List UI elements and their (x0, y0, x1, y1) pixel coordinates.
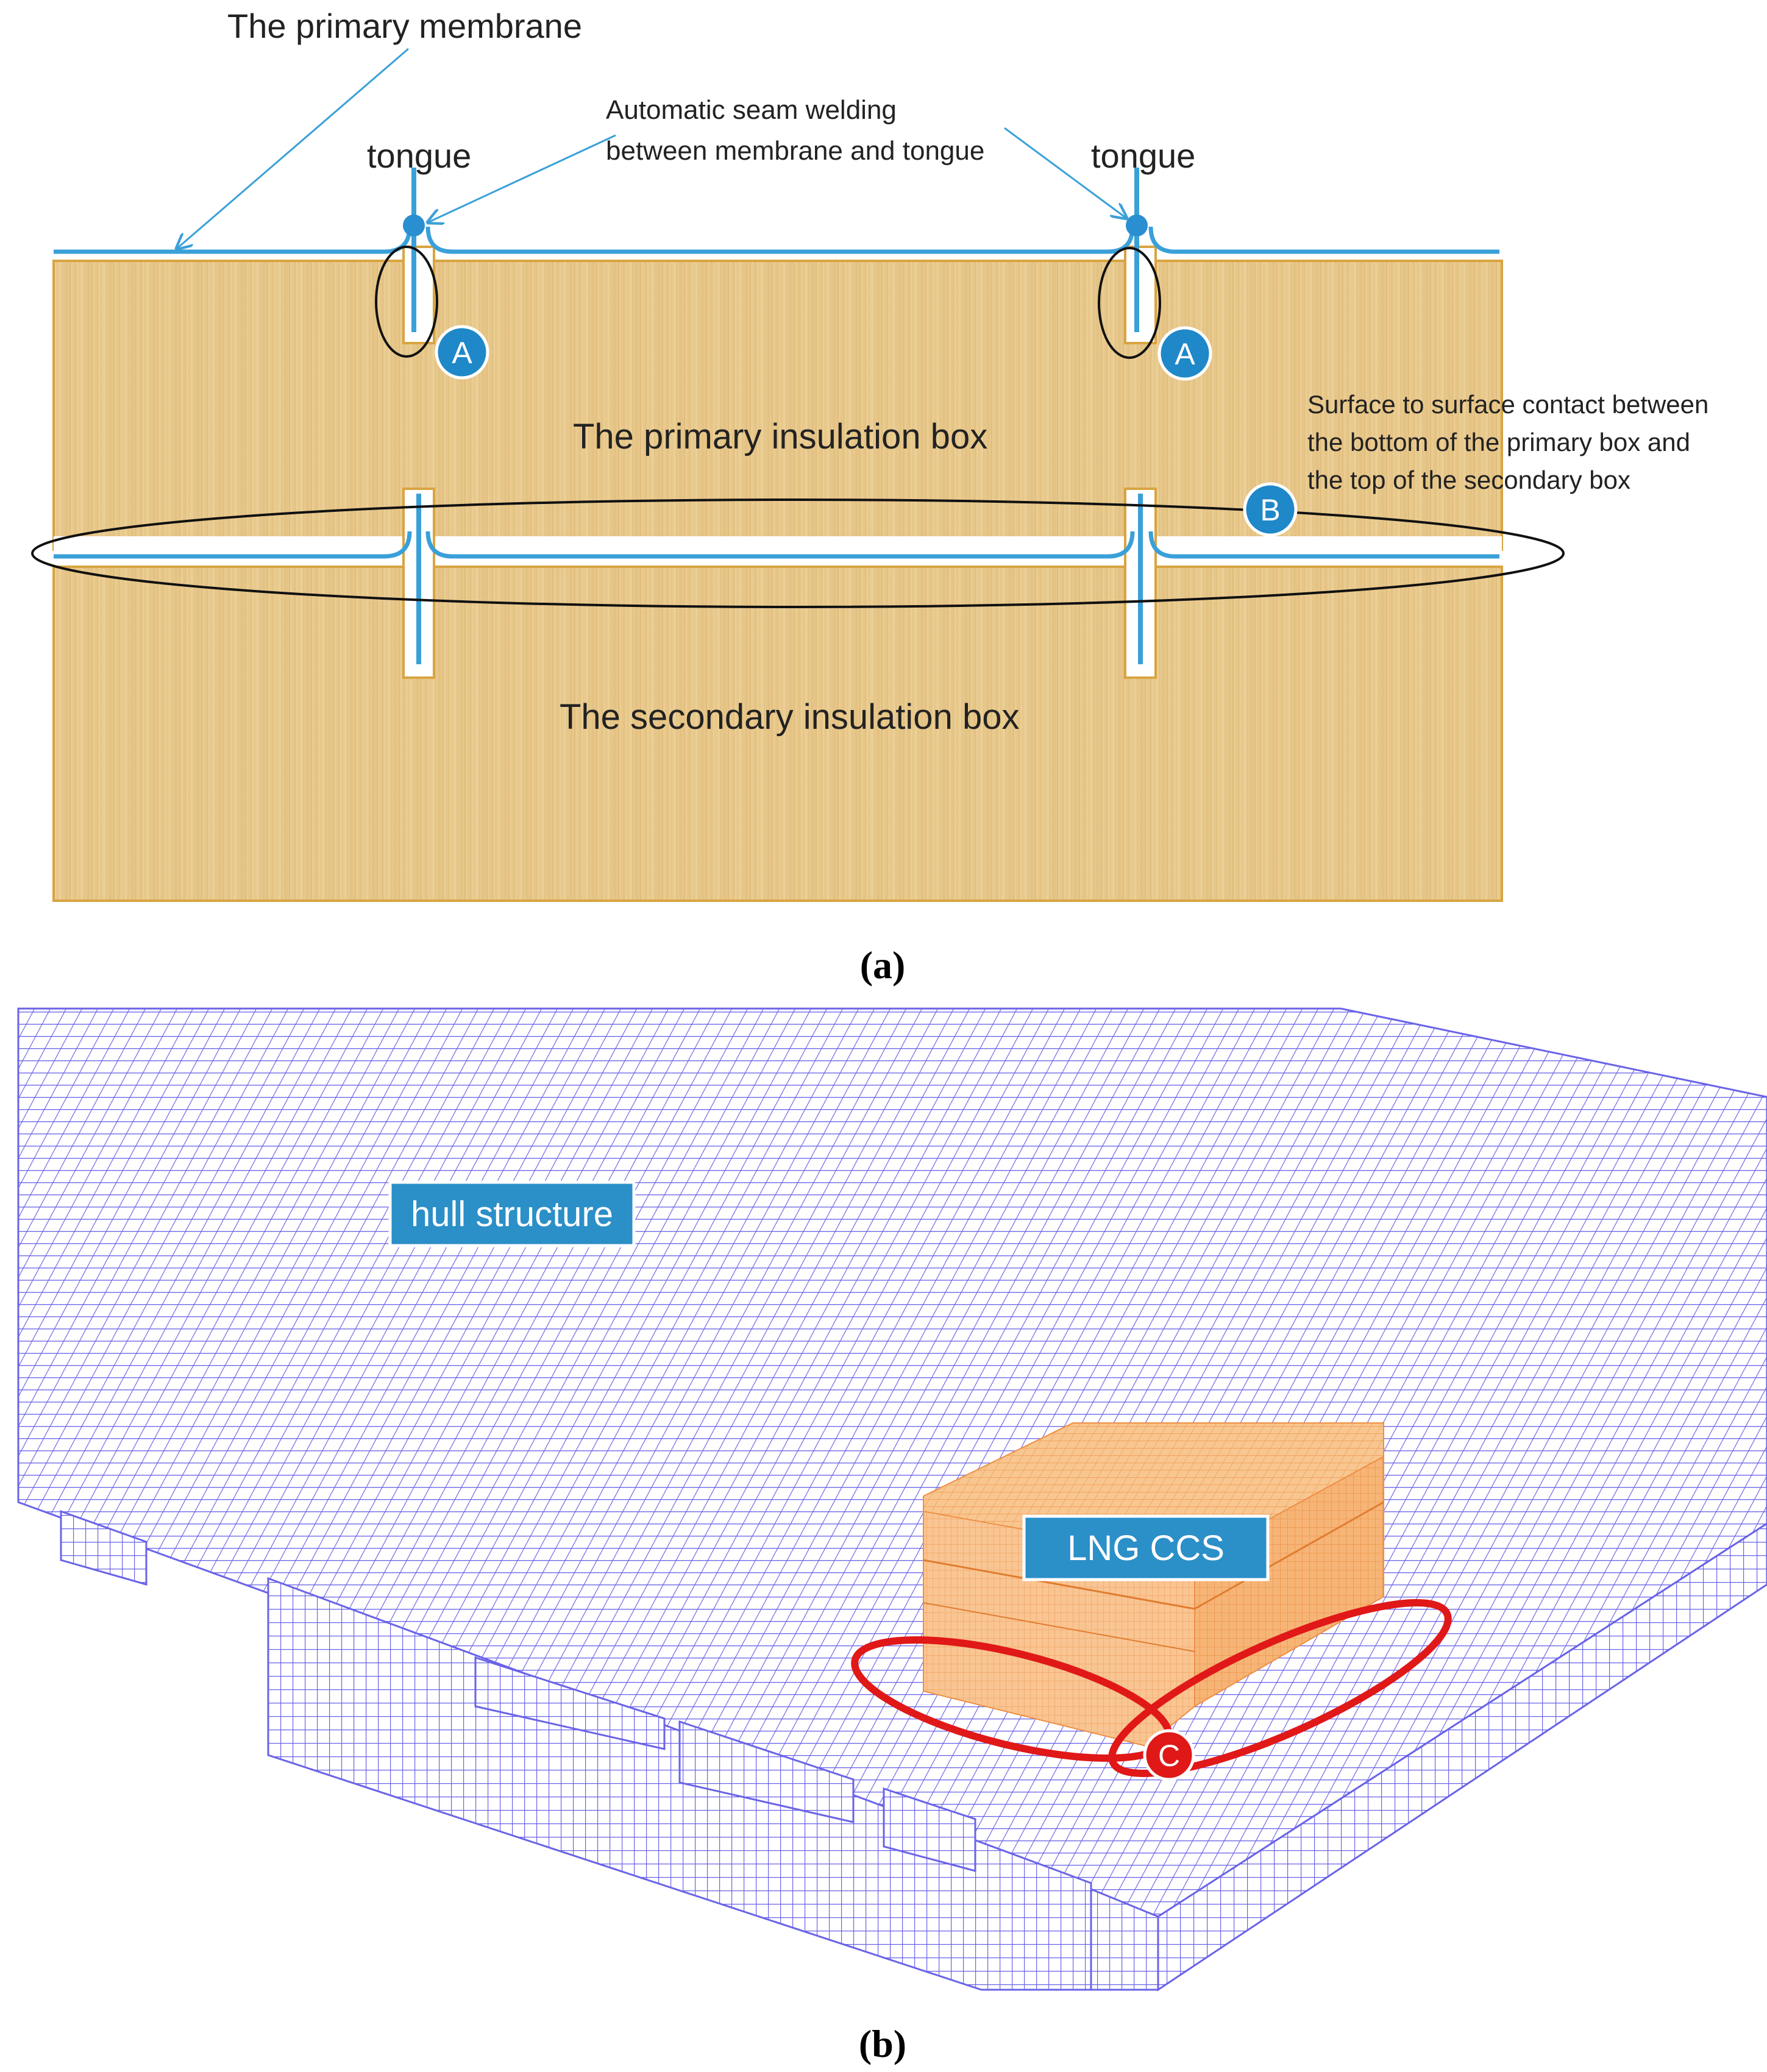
hull-deck (17, 1007, 1767, 1918)
detail-ellipse-b (31, 498, 1565, 608)
panel-b: C hull structure LNG CCS (b) (17, 1007, 1767, 2065)
svg-text:hull structure: hull structure (411, 1194, 613, 1234)
svg-text:C: C (1158, 1739, 1180, 1773)
caption-b: (b) (859, 2022, 906, 2065)
marker-a-left: A (435, 325, 489, 380)
secondary-insulation-box (52, 566, 1503, 902)
label-welding-line1: Automatic seam welding (606, 95, 897, 125)
detail-ellipse-a-right (1098, 247, 1161, 359)
weld-dot-right (1126, 215, 1148, 236)
arrow-membrane (177, 48, 409, 249)
tongue-slot-right (1124, 246, 1157, 344)
ccs-seam-3 (923, 1602, 1195, 1652)
tag-hull-structure: hull structure (388, 1180, 636, 1247)
weld-dot-left (403, 215, 425, 236)
ccs-side-face (1194, 1455, 1384, 1708)
svg-text:B: B (1260, 493, 1280, 527)
svg-text:LNG CCS: LNG CCS (1067, 1528, 1225, 1568)
detail-ellipse-a-left (375, 246, 438, 358)
secondary-membrane (54, 531, 1499, 559)
label-tongue-left: tongue (367, 137, 471, 175)
ccs-seam-2 (1194, 1501, 1384, 1610)
marker-a-right: A (1157, 326, 1212, 381)
girder-3 (474, 1656, 666, 1750)
tag-lng-ccs: LNG CCS (1022, 1514, 1270, 1581)
interface-gap (54, 536, 1502, 566)
panel-a: A A B The primary membrane Automatic sea… (31, 7, 1708, 987)
label-tongue-right: tongue (1091, 137, 1195, 175)
svg-text:A: A (1175, 337, 1195, 371)
label-contact-line1: Surface to surface contact between (1307, 390, 1708, 419)
caption-a: (a) (860, 943, 906, 987)
svg-text:A: A (452, 336, 472, 370)
marker-c: C (1143, 1729, 1195, 1781)
label-contact-line2: the bottom of the primary box and (1307, 428, 1690, 456)
arrow-weld-left (428, 134, 616, 222)
tongue-slot-left (402, 246, 435, 344)
primary-membrane (54, 226, 1499, 254)
girder-1 (60, 1510, 148, 1586)
marker-b: B (1243, 482, 1298, 537)
arrow-weld-right (1004, 127, 1126, 218)
label-primary-membrane: The primary membrane (227, 7, 582, 45)
label-primary-box: The primary insulation box (573, 417, 987, 456)
label-welding-line2: between membrane and tongue (606, 136, 984, 166)
highlight-ellipse-right (1108, 1599, 1452, 1777)
label-contact-line3: the top of the secondary box (1307, 466, 1630, 494)
label-secondary-box: The secondary insulation box (560, 697, 1019, 737)
ccs-seam-1 (923, 1559, 1195, 1610)
girder-4 (678, 1720, 855, 1823)
girder-5 (883, 1787, 976, 1872)
